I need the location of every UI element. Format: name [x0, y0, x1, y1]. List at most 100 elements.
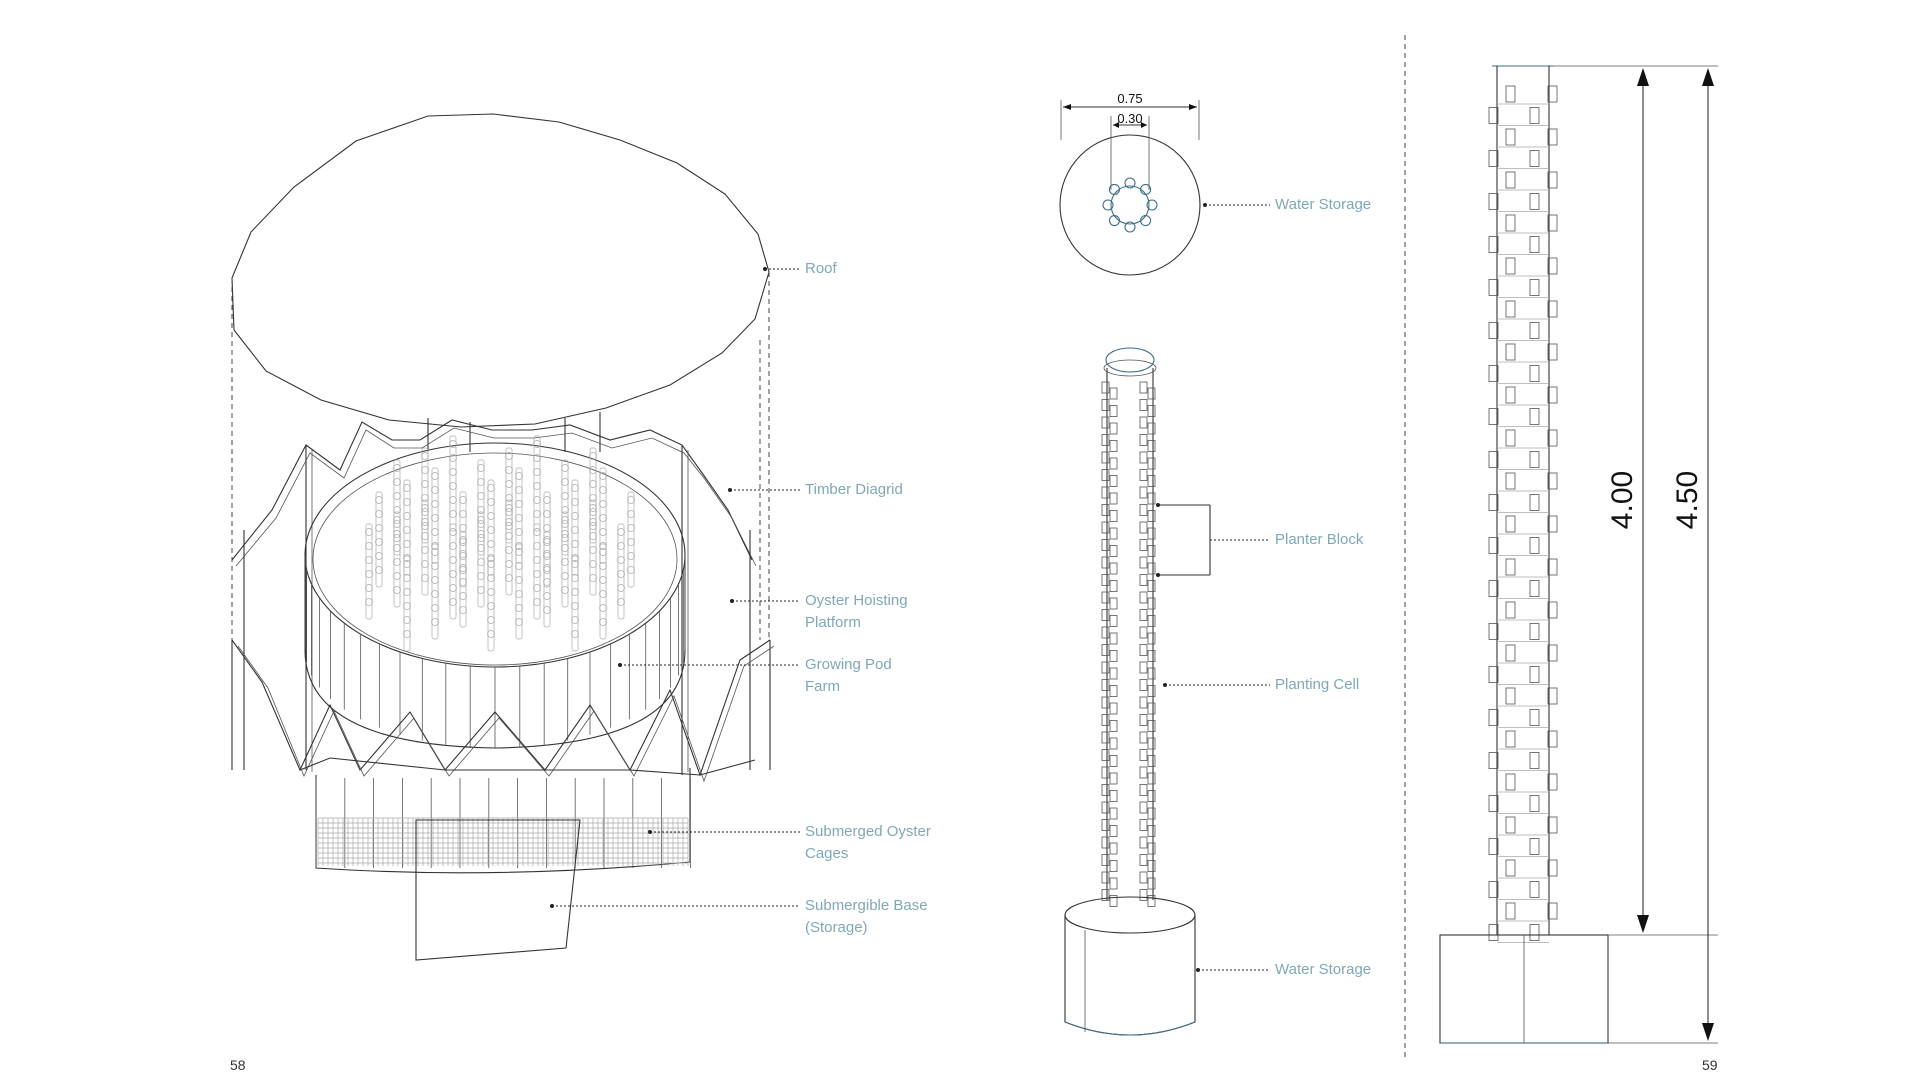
planting-cell	[1139, 714, 1148, 726]
pod-ring	[533, 584, 541, 592]
elevation-cell	[1488, 494, 1499, 511]
elevation-cell	[1547, 687, 1558, 705]
growing-pods	[365, 435, 635, 652]
pod-ring	[543, 566, 551, 574]
pod-ring	[421, 466, 429, 474]
pod-ring	[421, 508, 429, 516]
pod-ring	[505, 518, 513, 526]
pod-ring	[431, 542, 439, 550]
pod-ring	[459, 578, 467, 586]
growing-pod	[599, 543, 607, 640]
growing-pod	[561, 511, 569, 608]
planting-cell	[1109, 737, 1118, 750]
pod-ring	[515, 604, 523, 612]
pod-ring	[403, 554, 411, 562]
planter-lobe	[1108, 183, 1120, 195]
elevation-cell	[1505, 816, 1516, 834]
pod-ring	[617, 570, 625, 578]
dim-inner-diameter: 0.30	[1117, 111, 1142, 126]
pod-ring	[543, 606, 551, 614]
growing-pod	[505, 447, 513, 544]
elevation-cell	[1488, 365, 1499, 382]
pod-ring	[561, 572, 569, 580]
planting-cell	[1109, 632, 1118, 645]
pod-ring	[477, 464, 485, 472]
pod-ring	[431, 528, 439, 536]
oyster-cages	[315, 768, 691, 874]
pod-ring	[393, 534, 401, 542]
pod-ring	[487, 526, 495, 534]
elevation-cell	[1547, 816, 1558, 834]
pod-ring	[393, 516, 401, 524]
pod-ring	[505, 480, 513, 488]
pod-ring	[477, 586, 485, 594]
growing-pod	[403, 555, 411, 652]
pod-ring	[561, 464, 569, 472]
pod-ring	[589, 518, 597, 526]
elevation-cell	[1529, 623, 1540, 640]
elevation-cell	[1529, 322, 1540, 339]
pod-ring	[543, 496, 551, 504]
planting-cell	[1101, 854, 1110, 866]
planting-cell	[1147, 615, 1156, 627]
label-roof: Roof	[805, 260, 838, 277]
pod-ring	[561, 544, 569, 552]
elevation-cell	[1488, 580, 1499, 597]
pod-ring	[431, 576, 439, 584]
pod-ring	[477, 506, 485, 514]
planting-cell	[1109, 702, 1118, 715]
pod-ring	[543, 564, 551, 572]
left-labels: Roof Timber Diagrid Oyster Hoisting Plat…	[805, 260, 931, 936]
pod-ring	[375, 524, 383, 532]
planting-cell	[1139, 749, 1148, 761]
pod-ring	[449, 542, 457, 550]
pod-ring	[627, 552, 635, 560]
pod-ring	[449, 440, 457, 448]
pod-ring	[589, 532, 597, 540]
pod-ring	[561, 530, 569, 538]
label-growing-pod-line2: Farm	[805, 678, 840, 695]
pod-ring	[543, 552, 551, 560]
elevation-cell	[1505, 343, 1516, 361]
pod-ring	[449, 556, 457, 564]
pod-ring	[449, 454, 457, 462]
planting-cell	[1101, 731, 1110, 744]
planting-cell	[1109, 720, 1118, 732]
pod-ring	[515, 548, 523, 556]
growing-pod	[403, 479, 411, 576]
pod-ring	[571, 484, 579, 492]
elevation-cell	[1505, 644, 1516, 662]
planting-cell	[1139, 609, 1148, 621]
pod-ring	[393, 530, 401, 538]
planting-cell	[1139, 381, 1148, 394]
growing-pod	[487, 479, 495, 576]
elevation-cell	[1529, 408, 1540, 425]
pod-ring	[403, 484, 411, 492]
growing-pod	[589, 447, 597, 544]
pod-ring	[589, 480, 597, 488]
pod-ring	[561, 520, 569, 528]
elevation-cell	[1505, 386, 1516, 404]
pod-ring	[561, 492, 569, 500]
elevation-cell	[1547, 128, 1558, 146]
growing-pod	[533, 435, 541, 532]
pod-ring	[393, 506, 401, 514]
pod-ring	[477, 544, 485, 552]
pod-ring	[589, 494, 597, 502]
pod-ring	[487, 602, 495, 610]
pod-ring	[477, 520, 485, 528]
middle-leaders	[1156, 203, 1270, 972]
left-leaders	[550, 267, 800, 908]
elevation-cell	[1547, 386, 1558, 404]
elevation-cell	[1529, 193, 1540, 210]
planting-cell	[1101, 661, 1110, 674]
label-submergible-base-line1: Submergible Base	[805, 897, 928, 914]
pod-ring	[505, 508, 513, 516]
planting-cell	[1139, 486, 1148, 499]
growing-pod	[459, 531, 467, 628]
pod-ring	[617, 556, 625, 564]
planting-cell	[1109, 475, 1118, 487]
planting-cell	[1139, 521, 1148, 534]
pod-ring	[431, 618, 439, 626]
pod-ring	[533, 556, 541, 564]
